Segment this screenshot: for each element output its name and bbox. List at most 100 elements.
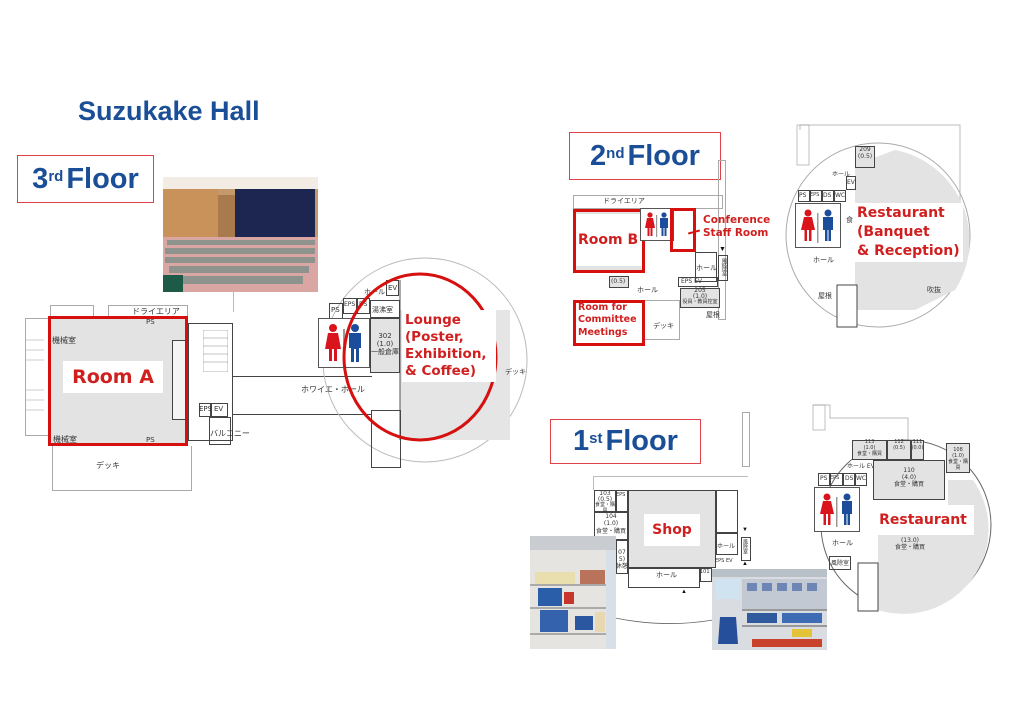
room-107-use: 休憩	[616, 563, 629, 570]
page-title: Suzukake Hall	[78, 96, 260, 126]
room-111-number: 111	[912, 439, 923, 445]
restaurant-banquet-label: Restaurant (Banquet & Reception)	[854, 203, 963, 262]
kitchenette-label: 湯沸室	[372, 306, 393, 314]
wind-room-circle-1f-label: 風除室	[831, 560, 850, 567]
ev-right-label: EV	[388, 284, 398, 292]
eps-box	[199, 403, 211, 417]
room-111-area: (0.0)	[911, 445, 924, 451]
hall-ev-1f-label: ホール EV	[847, 463, 875, 470]
room-302-use: 一般倉庫	[371, 348, 399, 356]
committee-line-3: Meetings	[578, 326, 628, 338]
room-205-area: (1.0)	[692, 293, 708, 300]
room-107-number: 07	[618, 549, 626, 556]
floor-suffix: st	[589, 430, 603, 447]
wind-room-1f-label: 風除室	[742, 539, 748, 554]
foyer-hall-label: ホワイエ・ホール	[301, 385, 365, 394]
room-103-number: 103	[599, 490, 611, 497]
dry-area-label: ドライエリア	[132, 307, 180, 316]
room-a-stage-panel	[172, 340, 186, 420]
ev-2fc-box	[846, 176, 856, 190]
roof-2f-label: 屋根	[706, 311, 720, 319]
room-110-area: (4.0)	[901, 474, 917, 481]
room-112-number: 112	[894, 439, 904, 445]
room-111	[911, 440, 924, 460]
ps-bottom-label: PS	[146, 436, 155, 444]
room-a-highlight[interactable]	[48, 316, 188, 446]
right-stair-1f	[742, 412, 750, 467]
atrium-2f-label: 吹抜	[927, 286, 941, 294]
eps-ev-2f-label: EPS EV	[681, 278, 703, 285]
room-113	[852, 440, 887, 460]
middle-stairs	[203, 330, 228, 372]
stair-block-middle	[188, 323, 233, 441]
restaurant-banquet-line-3: & Reception)	[857, 242, 960, 259]
deck-2f-label: デッキ	[653, 322, 674, 330]
hall-right-box-2f	[695, 252, 717, 282]
room-b-label: Room B	[578, 232, 639, 248]
floor-word: Floor	[66, 162, 139, 195]
outline-1f-left	[593, 476, 594, 490]
room-209	[855, 146, 875, 168]
wind-room-circle-1f	[829, 556, 851, 570]
restaurant-1f-label[interactable]: Restaurant	[872, 505, 974, 535]
wc-1fc-box	[855, 473, 867, 486]
ds-2fc-box	[822, 190, 834, 202]
ev-2fc-label: EV	[847, 179, 855, 186]
room-110-use: 食堂・購買	[893, 481, 924, 488]
male-restroom-icon	[349, 324, 361, 362]
floor-suffix: rd	[48, 167, 64, 185]
room-main-area: (13.0)	[900, 537, 920, 544]
eps-1fc-label: EPS	[830, 475, 840, 481]
female-restroom-icon	[325, 324, 341, 361]
ds-2fc-label: DS	[823, 192, 832, 199]
ds-right-box	[357, 298, 370, 314]
ps-1fc-box	[818, 473, 830, 486]
hall-right-1f-label: ホール	[717, 543, 736, 550]
room-104-area: (1.0)	[603, 520, 619, 527]
conference-staff-room-label: Conference Staff Room	[703, 214, 770, 240]
shop-label[interactable]: Shop	[652, 522, 692, 538]
room-108-number: 108	[953, 447, 963, 453]
lounge-highlight[interactable]	[340, 270, 500, 445]
photo-connector-line	[233, 292, 234, 312]
room-b-highlight[interactable]	[573, 209, 645, 273]
committee-room-highlight[interactable]	[573, 300, 645, 346]
male-restroom-icon	[842, 493, 852, 525]
deck-area	[52, 446, 192, 491]
floor-number: 3	[32, 162, 49, 195]
room-main-use: 食堂・購買	[894, 544, 925, 551]
eps-right-box	[343, 298, 357, 314]
lounge-line-4: & Coffee)	[405, 362, 477, 379]
room-a-label: Room A	[63, 361, 163, 393]
stair-bottom-right	[371, 410, 401, 468]
wind-room-1f	[741, 537, 751, 561]
eps-2fc-box	[810, 190, 822, 202]
floor-word: Floor	[605, 425, 678, 457]
balcony-label: バルコニー	[210, 429, 250, 438]
hall-right-2f-label: ホール	[696, 264, 717, 272]
ev-box	[211, 403, 228, 417]
ds-1fc-label: DS	[845, 475, 854, 482]
eps-1f-label: EPS	[616, 492, 626, 498]
deck-right-label: デッキ	[505, 368, 526, 376]
lounge-line-3: Exhibition,	[405, 345, 487, 362]
room-110	[873, 460, 945, 500]
restaurant-banquet-line-1: Restaurant	[857, 205, 945, 221]
shop-shelves-photo	[530, 536, 616, 649]
wc-1fc-label: WC	[856, 475, 867, 482]
wc-2fc-label: WC	[835, 192, 846, 199]
outline-1f	[593, 476, 748, 477]
left-stairs	[26, 339, 44, 411]
restroom-sign-1f	[814, 487, 860, 532]
conference-staff-room-highlight[interactable]	[670, 208, 696, 252]
dry-area-2f-label: ドライエリア	[603, 197, 645, 205]
eps-1fc-box	[830, 473, 843, 486]
room-107-area: 5)	[618, 556, 626, 563]
room-small-2f	[609, 276, 629, 288]
kitchenette-box	[370, 300, 400, 318]
auditorium-photo	[163, 177, 318, 292]
ps-2fc-label: PS	[799, 192, 807, 199]
ds-right-label: DS	[359, 301, 368, 308]
room-103-area: (0.5)	[597, 496, 613, 503]
